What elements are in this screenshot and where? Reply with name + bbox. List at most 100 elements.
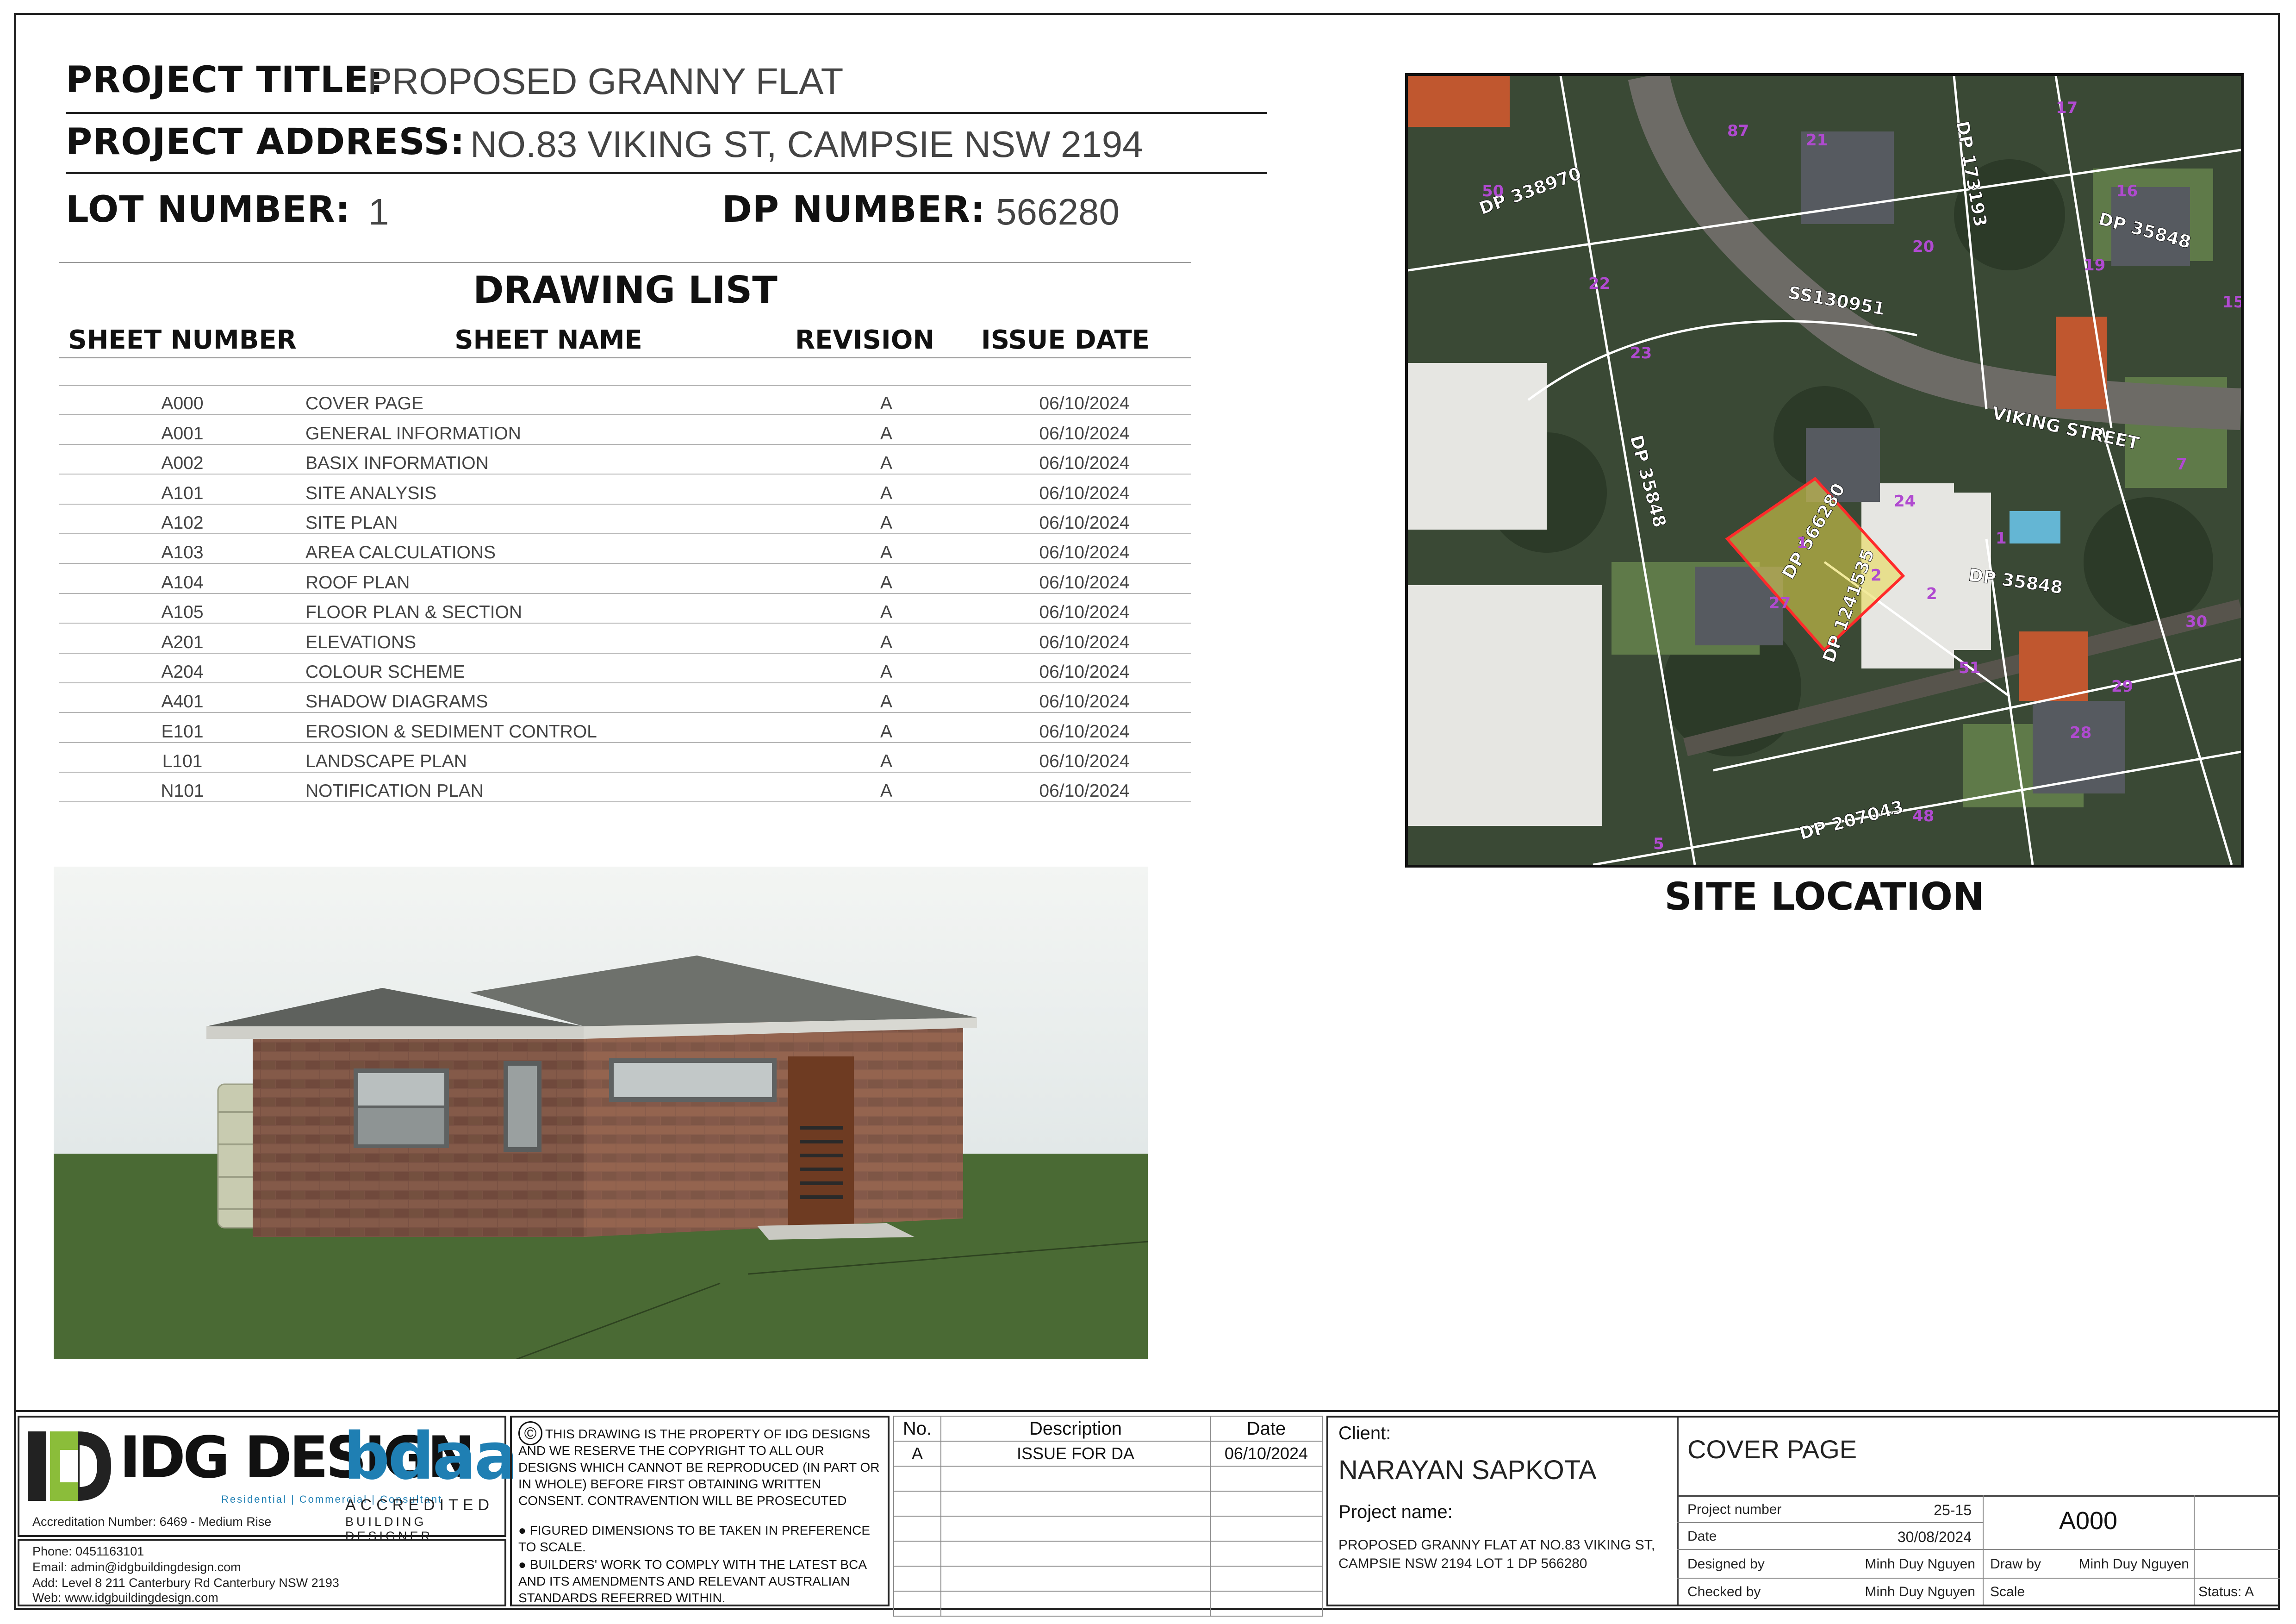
title-block-top-rule	[14, 1410, 2280, 1412]
issue-date-cell: 06/10/2024	[977, 682, 1191, 713]
sheet-name-cell: FLOOR PLAN & SECTION	[305, 593, 795, 624]
lot-number-label: 1	[1996, 529, 2007, 548]
sheet-name-cell: COVER PAGE	[305, 385, 795, 415]
lot-number-label: 50	[1482, 182, 1504, 200]
sheet-name-cell: ELEVATIONS	[305, 623, 795, 654]
company-tagline: Residential | Commercial | Consultant	[221, 1493, 443, 1505]
lot-number-label: 24	[1894, 492, 1916, 511]
issue-date-cell: 06/10/2024	[977, 593, 1191, 624]
checked-by-label: Checked by	[1687, 1584, 1761, 1599]
issue-date-cell: 06/10/2024	[977, 474, 1191, 505]
lot-number: 1	[368, 191, 389, 232]
sheet-number: A000	[2059, 1507, 2118, 1535]
project-title-label: PROJECT TITLE:	[66, 59, 384, 101]
revision-cell: A	[795, 444, 977, 475]
idg-logo-icon	[28, 1431, 111, 1501]
revision-cell: A	[795, 533, 977, 564]
revision-cell: A	[795, 682, 977, 713]
issue-date-cell: 06/10/2024	[977, 533, 1191, 564]
header-rule	[59, 357, 1191, 358]
revision-cell: A	[795, 623, 977, 654]
sheet-name-cell: LANDSCAPE PLAN	[305, 742, 795, 773]
sheet-number-cell: A102	[59, 504, 305, 534]
revision-cell: A	[795, 474, 977, 505]
bca-note: ● BUILDERS' WORK TO COMPLY WITH THE LATE…	[518, 1557, 866, 1605]
designed-by: Minh Duy Nguyen	[1865, 1556, 1975, 1572]
lot-number-label: 5	[1653, 835, 1664, 853]
issue-date-cell: 06/10/2024	[977, 414, 1191, 445]
column-header-issue-date: ISSUE DATE	[981, 325, 1150, 355]
client-panel: Client: NARAYAN SAPKOTA Project name: PR…	[1328, 1418, 1679, 1605]
issue-date-cell: 06/10/2024	[977, 444, 1191, 475]
issue-date-cell: 06/10/2024	[977, 712, 1191, 743]
lot-number-label: 48	[1912, 807, 1934, 825]
company-web: Web: www.idgbuildingdesign.com	[32, 1591, 218, 1605]
accreditation-number: Accreditation Number: 6469 - Medium Rise	[32, 1515, 272, 1529]
sheet-name-cell: NOTIFICATION PLAN	[305, 772, 795, 803]
sheet-number-cell: A002	[59, 444, 305, 475]
company-phone: Phone: 0451163101	[32, 1544, 144, 1558]
sheet-number-cell: A000	[59, 385, 305, 415]
client-label: Client:	[1338, 1423, 1391, 1443]
title-rule	[66, 112, 1267, 114]
project-name: PROPOSED GRANNY FLAT AT NO.83 VIKING ST,…	[1338, 1537, 1655, 1571]
lot-number-label: 23	[1630, 344, 1652, 362]
lot-number-label: 87	[1727, 122, 1749, 140]
issue-date-cell: 06/10/2024	[977, 772, 1191, 803]
company-name: IDG DESIGN	[119, 1424, 475, 1491]
lot-number-label: 30	[2185, 612, 2207, 631]
building-designer-text: BUILDING DESIGNER	[345, 1515, 433, 1543]
lot-number-label: 21	[1806, 131, 1828, 150]
sheet-title: COVER PAGE	[1687, 1435, 1857, 1464]
lot-number-label: 27	[1769, 594, 1791, 612]
revision-description: ISSUE FOR DA	[940, 1441, 1211, 1467]
sheet-number-cell: A201	[59, 623, 305, 654]
lot-number-label: 2	[1871, 566, 1882, 585]
site-location-caption: SITE LOCATION	[1664, 875, 1985, 919]
sheet-number-cell: A101	[59, 474, 305, 505]
sheet-name-cell: COLOUR SCHEME	[305, 653, 795, 683]
lot-number-label: 29	[2111, 677, 2133, 696]
revision-no: A	[893, 1441, 941, 1467]
lot-number-label: 1	[1797, 534, 1808, 552]
sheet-number-cell: A103	[59, 533, 305, 564]
granny-flat-render	[54, 867, 1148, 1359]
sheet-name-cell: SITE PLAN	[305, 504, 795, 534]
scale-label: Scale	[1990, 1584, 2025, 1599]
revision-cell: A	[795, 772, 977, 803]
revision-cell: A	[795, 712, 977, 743]
sheet-name-cell: AREA CALCULATIONS	[305, 533, 795, 564]
revision-column-description: Description	[940, 1416, 1211, 1442]
issue-date-cell: 06/10/2024	[977, 563, 1191, 594]
lot-number-label: 22	[1588, 275, 1610, 293]
bdaa-logo: bdaa	[343, 1419, 518, 1494]
revision-cell: A	[795, 504, 977, 534]
lot-number-label: 16	[2116, 182, 2138, 200]
lot-number-label: 2	[1926, 585, 1937, 603]
column-header-revision: REVISION	[795, 325, 935, 355]
address-rule	[66, 172, 1267, 174]
revision-cell: A	[795, 593, 977, 624]
sheet-name-cell: EROSION & SEDIMENT CONTROL	[305, 712, 795, 743]
project-number-label: Project number	[1687, 1502, 1782, 1517]
lot-number-label: 7	[2176, 455, 2187, 474]
revision-column-no: No.	[893, 1416, 941, 1442]
copyright-note: THIS DRAWING IS THE PROPERTY OF IDG DESI…	[518, 1427, 880, 1508]
company-email: Email: admin@idgbuildingdesign.com	[32, 1560, 241, 1574]
sheet-number-cell: A204	[59, 653, 305, 683]
lot-number-label: 51	[1959, 659, 1980, 677]
dp-number-label: DP NUMBER:	[722, 189, 986, 231]
lot-number-label: 28	[2070, 724, 2091, 742]
project-name-label: Project name:	[1338, 1502, 1453, 1522]
sheet-name-cell: SITE ANALYSIS	[305, 474, 795, 505]
sheet-number-cell: L101	[59, 742, 305, 773]
